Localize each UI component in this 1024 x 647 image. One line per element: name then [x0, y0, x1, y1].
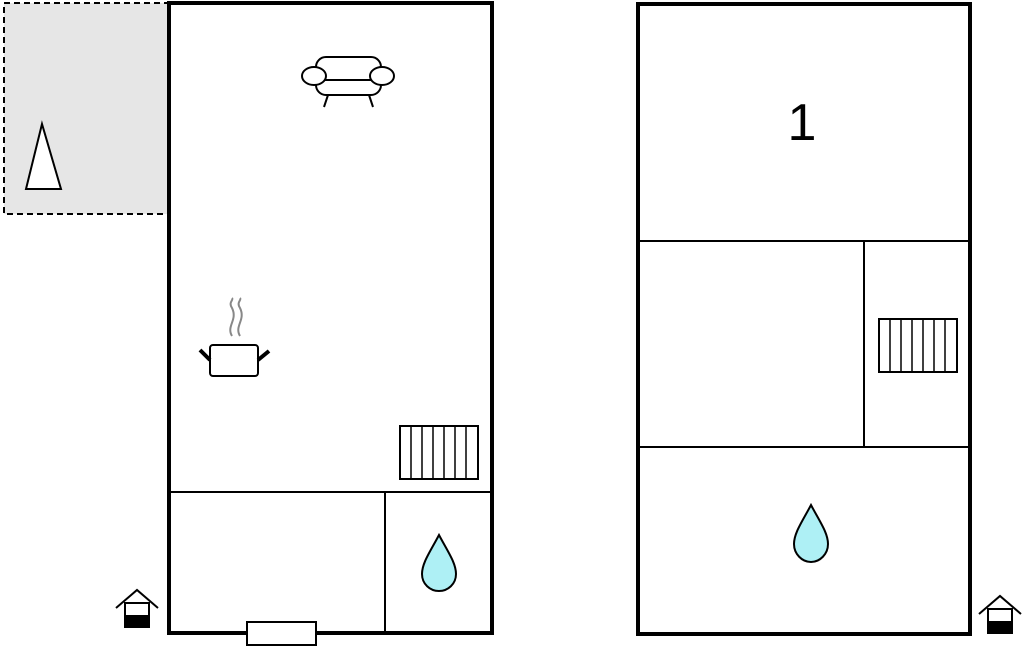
- tree-icon: [24, 120, 63, 190]
- entrance-icon: [115, 588, 159, 628]
- cooking-pot-icon: [198, 297, 271, 377]
- entrance-icon: [978, 594, 1022, 634]
- ground-floor: [3, 1, 494, 646]
- stairs-icon: [878, 318, 958, 373]
- sofa-icon: [301, 56, 395, 108]
- living-room: [198, 56, 479, 480]
- bathroom: [792, 502, 830, 564]
- terrace: [3, 2, 169, 215]
- ground-floor-outline: [167, 1, 494, 635]
- bathroom: [420, 532, 458, 593]
- water-drop-icon: [792, 502, 830, 564]
- door-icon: [246, 621, 317, 646]
- hallway: [246, 621, 317, 646]
- water-drop-icon: [420, 532, 458, 593]
- bedroom-1: 1: [788, 94, 817, 152]
- room-number-label: 1: [788, 94, 817, 152]
- upper-floor: 1: [636, 2, 1022, 636]
- stairs-icon: [399, 425, 479, 480]
- upper-floor-outline: [636, 2, 972, 636]
